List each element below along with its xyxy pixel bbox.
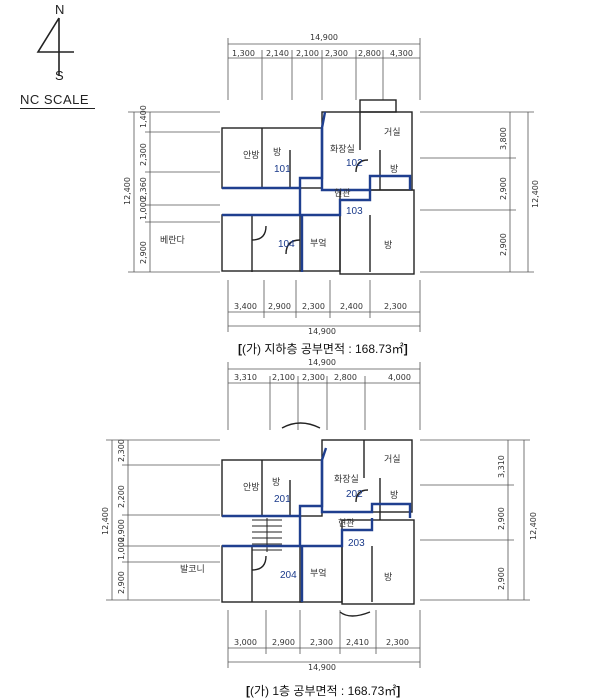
left-dim: 1,000 <box>117 537 126 560</box>
room-mark: 거실 <box>384 127 401 138</box>
room-mark: 방 <box>273 147 281 158</box>
bottom-dim: 2,300 <box>384 302 407 311</box>
room-mark: 방 <box>384 572 392 583</box>
north-letter: N <box>55 2 65 17</box>
bottom-dim: 2,300 <box>310 638 333 647</box>
top-dim: 2,100 <box>272 373 295 382</box>
room-mark: 현관 <box>334 188 351 199</box>
top-dim: 2,100 <box>296 49 319 58</box>
bottom-total-dim: 14,900 <box>308 663 336 672</box>
room-mark: 안방 <box>243 150 260 161</box>
top-dim: 2,800 <box>358 49 381 58</box>
south-letter: S <box>55 68 64 83</box>
room-mark: 화장실 <box>330 144 355 155</box>
plan-basement: 14,900 1,300 2,140 2,100 2,300 2,800 4,3… <box>123 33 540 336</box>
right-total-dim: 12,400 <box>531 180 540 208</box>
unit-number: 202 <box>346 489 363 500</box>
right-dim: 2,900 <box>499 233 508 256</box>
unit-number: 201 <box>274 494 291 505</box>
top-dim: 3,310 <box>234 373 257 382</box>
left-dim: 2,900 <box>117 571 126 594</box>
top-dim: 4,000 <box>388 373 411 382</box>
top-dim: 4,300 <box>390 49 413 58</box>
plan-caption-basement: [(가) 지하층 공부면적 : 168.73㎡] <box>238 340 408 357</box>
top-dim: 2,300 <box>325 49 348 58</box>
top-total-dim: 14,900 <box>310 33 338 42</box>
room-mark: 베란다 <box>160 234 186 246</box>
right-dim: 3,800 <box>499 127 508 150</box>
caption-bracket-close: ] <box>396 684 401 698</box>
unit-number: 204 <box>280 570 297 581</box>
top-total-dim: 14,900 <box>308 358 336 367</box>
room-mark: 현관 <box>338 518 355 529</box>
room-mark: 안방 <box>243 482 260 493</box>
left-dim: 2,300 <box>117 439 126 462</box>
right-dim: 2,900 <box>499 177 508 200</box>
left-dim: 2,300 <box>139 143 148 166</box>
room-mark: 방 <box>390 490 398 501</box>
top-dim: 2,800 <box>334 373 357 382</box>
unit-number: 101 <box>274 164 291 175</box>
room-mark: 부엌 <box>310 567 327 579</box>
bottom-dim: 2,400 <box>340 302 363 311</box>
north-arrow-icon <box>36 17 74 76</box>
unit-number: 103 <box>346 206 363 217</box>
scale-underline <box>20 108 95 109</box>
room-mark: 발코니 <box>180 564 205 575</box>
plan-caption-first-floor: [(가) 1층 공부면적 : 168.73㎡] <box>246 682 400 699</box>
top-dim: 2,140 <box>266 49 289 58</box>
room-mark: 방 <box>384 240 392 251</box>
bottom-dim: 3,000 <box>234 638 257 647</box>
caption-text: (가) 1층 공부면적 : 168.73㎡ <box>250 684 397 698</box>
room-mark: 거실 <box>384 454 401 465</box>
left-total-dim: 12,400 <box>123 177 132 205</box>
scale-label: NC SCALE <box>20 92 90 107</box>
left-dim: 2,900 <box>117 519 126 542</box>
right-total-dim: 12,400 <box>529 512 538 540</box>
left-total-dim: 12,400 <box>101 507 110 535</box>
left-dim: 2,200 <box>117 485 126 508</box>
top-dim: 1,300 <box>232 49 255 58</box>
bottom-total-dim: 14,900 <box>308 327 336 336</box>
unit-number: 203 <box>348 538 365 549</box>
left-dim: 2,360 <box>139 177 148 200</box>
bottom-dim: 2,300 <box>386 638 409 647</box>
bottom-dim: 2,410 <box>346 638 369 647</box>
unit-number: 102 <box>346 158 363 169</box>
caption-bracket-open: [ <box>238 342 242 356</box>
right-dim: 2,900 <box>497 567 506 590</box>
left-dim: 1,400 <box>139 105 148 128</box>
unit-number: 104 <box>278 239 295 250</box>
caption-text: (가) 지하층 공부면적 : 168.73㎡ <box>242 342 404 356</box>
bottom-dim: 2,900 <box>268 302 291 311</box>
left-dim: 1,000 <box>139 197 148 220</box>
room-mark: 방 <box>390 164 398 175</box>
room-mark: 화장실 <box>334 474 359 485</box>
room-mark: 방 <box>272 477 280 488</box>
caption-bracket-open: [ <box>246 684 250 698</box>
right-dim: 3,310 <box>497 455 506 478</box>
bottom-dim: 2,900 <box>272 638 295 647</box>
room-mark: 부엌 <box>310 237 327 249</box>
right-dim: 2,900 <box>497 507 506 530</box>
left-dim: 2,900 <box>139 241 148 264</box>
bottom-dim: 3,400 <box>234 302 257 311</box>
bottom-dim: 2,300 <box>302 302 325 311</box>
north-arrow: N S <box>30 2 100 102</box>
caption-bracket-close: ] <box>403 342 408 356</box>
top-dim: 2,300 <box>302 373 325 382</box>
plan-first-floor: 14,900 3,310 2,100 2,300 2,800 4,000 2,3… <box>101 358 538 672</box>
